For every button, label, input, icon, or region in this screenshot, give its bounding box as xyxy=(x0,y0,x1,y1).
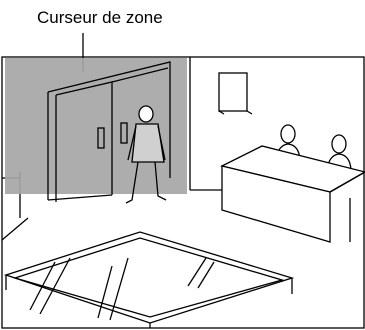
zone-cursor-overlay xyxy=(5,58,187,194)
wall-picture xyxy=(219,73,252,114)
glass-table xyxy=(6,232,292,328)
